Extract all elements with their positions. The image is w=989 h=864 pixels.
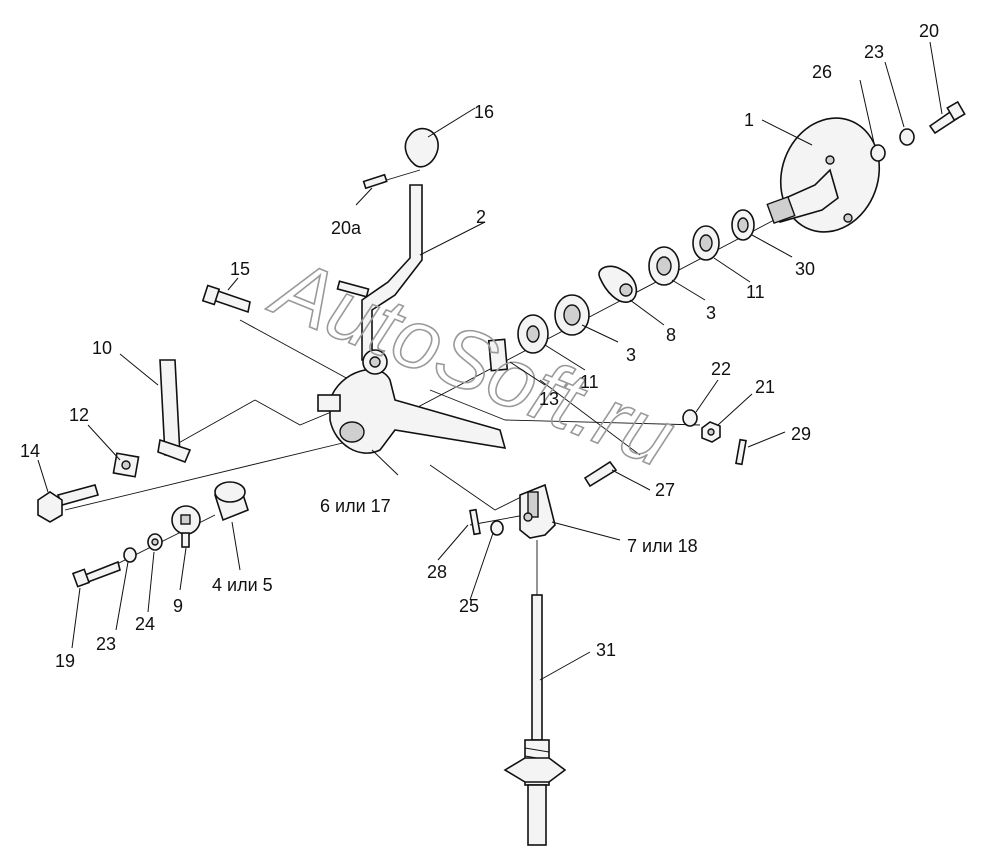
part-23-washer-lower — [123, 547, 137, 563]
label-21: 21 — [755, 377, 775, 397]
part-31-threaded-rod — [503, 594, 567, 846]
label-1: 1 — [744, 110, 754, 130]
part-9-lock-plate — [171, 505, 201, 548]
label-27: 27 — [655, 480, 675, 500]
part-25-washer — [490, 520, 504, 536]
label-23-lower: 23 — [96, 634, 116, 654]
label-15: 15 — [230, 259, 250, 279]
label-19: 19 — [55, 651, 75, 671]
part-27-screw — [583, 460, 618, 488]
label-11-upper: 11 — [746, 282, 765, 302]
part-20-bolt — [928, 100, 966, 135]
label-13: 13 — [539, 389, 559, 409]
axis-washers — [517, 209, 755, 354]
part-26-washer — [870, 144, 886, 162]
part-29-cotter-pin — [735, 438, 747, 466]
label-25: 25 — [459, 596, 479, 616]
label-20a: 20а — [331, 218, 362, 238]
label-24: 24 — [135, 614, 155, 634]
label-26: 26 — [812, 62, 832, 82]
part-19-bolt — [71, 560, 121, 588]
label-14: 14 — [20, 441, 40, 461]
label-2: 2 — [476, 207, 486, 227]
part-1-flange-shaft — [766, 117, 881, 233]
leader-lines — [37, 41, 943, 681]
part-22-nut — [682, 409, 698, 427]
label-9: 9 — [173, 596, 183, 616]
part-6-lever-body — [317, 349, 507, 454]
part-labels: 1 2 3 3 4 или 5 6 или 17 7 или 18 8 9 10… — [20, 21, 939, 671]
part-21-nut — [701, 421, 721, 443]
label-4: 4 или 5 — [212, 575, 273, 595]
label-20: 20 — [919, 21, 939, 41]
part-23-washer-upper — [899, 128, 915, 146]
label-29: 29 — [791, 424, 811, 444]
label-22: 22 — [711, 359, 731, 379]
part-24-washer — [147, 533, 163, 551]
part-8-lever-plate — [598, 265, 638, 303]
part-7-fork — [519, 483, 556, 539]
part-10-bracket — [157, 359, 192, 464]
part-28-pin — [469, 508, 481, 536]
label-6: 6 или 17 — [320, 496, 391, 516]
label-30: 30 — [795, 259, 815, 279]
label-3-lower: 3 — [626, 345, 636, 365]
label-10: 10 — [92, 338, 112, 358]
part-16-knob — [404, 127, 439, 168]
label-7: 7 или 18 — [627, 536, 698, 556]
part-15-bolt — [201, 284, 251, 314]
label-12: 12 — [69, 405, 89, 425]
part-13-key — [487, 338, 509, 372]
label-16: 16 — [474, 102, 494, 122]
label-8: 8 — [666, 325, 676, 345]
label-31: 31 — [596, 640, 616, 660]
label-11-lower: 11 — [580, 372, 599, 392]
part-20a-screw — [362, 173, 388, 190]
part-14-hex-bolt — [37, 484, 100, 523]
label-28: 28 — [427, 562, 447, 582]
part-4-bushing — [214, 481, 249, 522]
label-23-upper: 23 — [864, 42, 884, 62]
label-3-upper: 3 — [706, 303, 716, 323]
